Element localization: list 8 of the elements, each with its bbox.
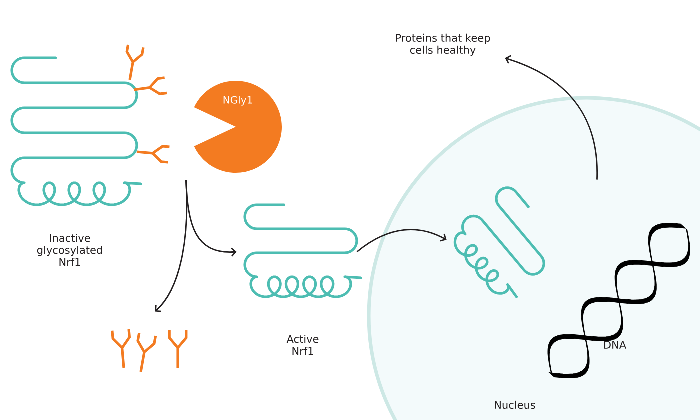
- node-label: Active Nrf1: [286, 335, 319, 355]
- node-label: Inactive glycosylated Nrf1: [37, 234, 102, 266]
- arrow: [505, 55, 598, 180]
- protein-drawing: [454, 186, 546, 298]
- sugar-chains-drawing: [111, 328, 188, 374]
- arrow: [356, 229, 447, 253]
- text-label: Proteins that keep cells healthy: [396, 34, 490, 56]
- arrow: [155, 180, 188, 312]
